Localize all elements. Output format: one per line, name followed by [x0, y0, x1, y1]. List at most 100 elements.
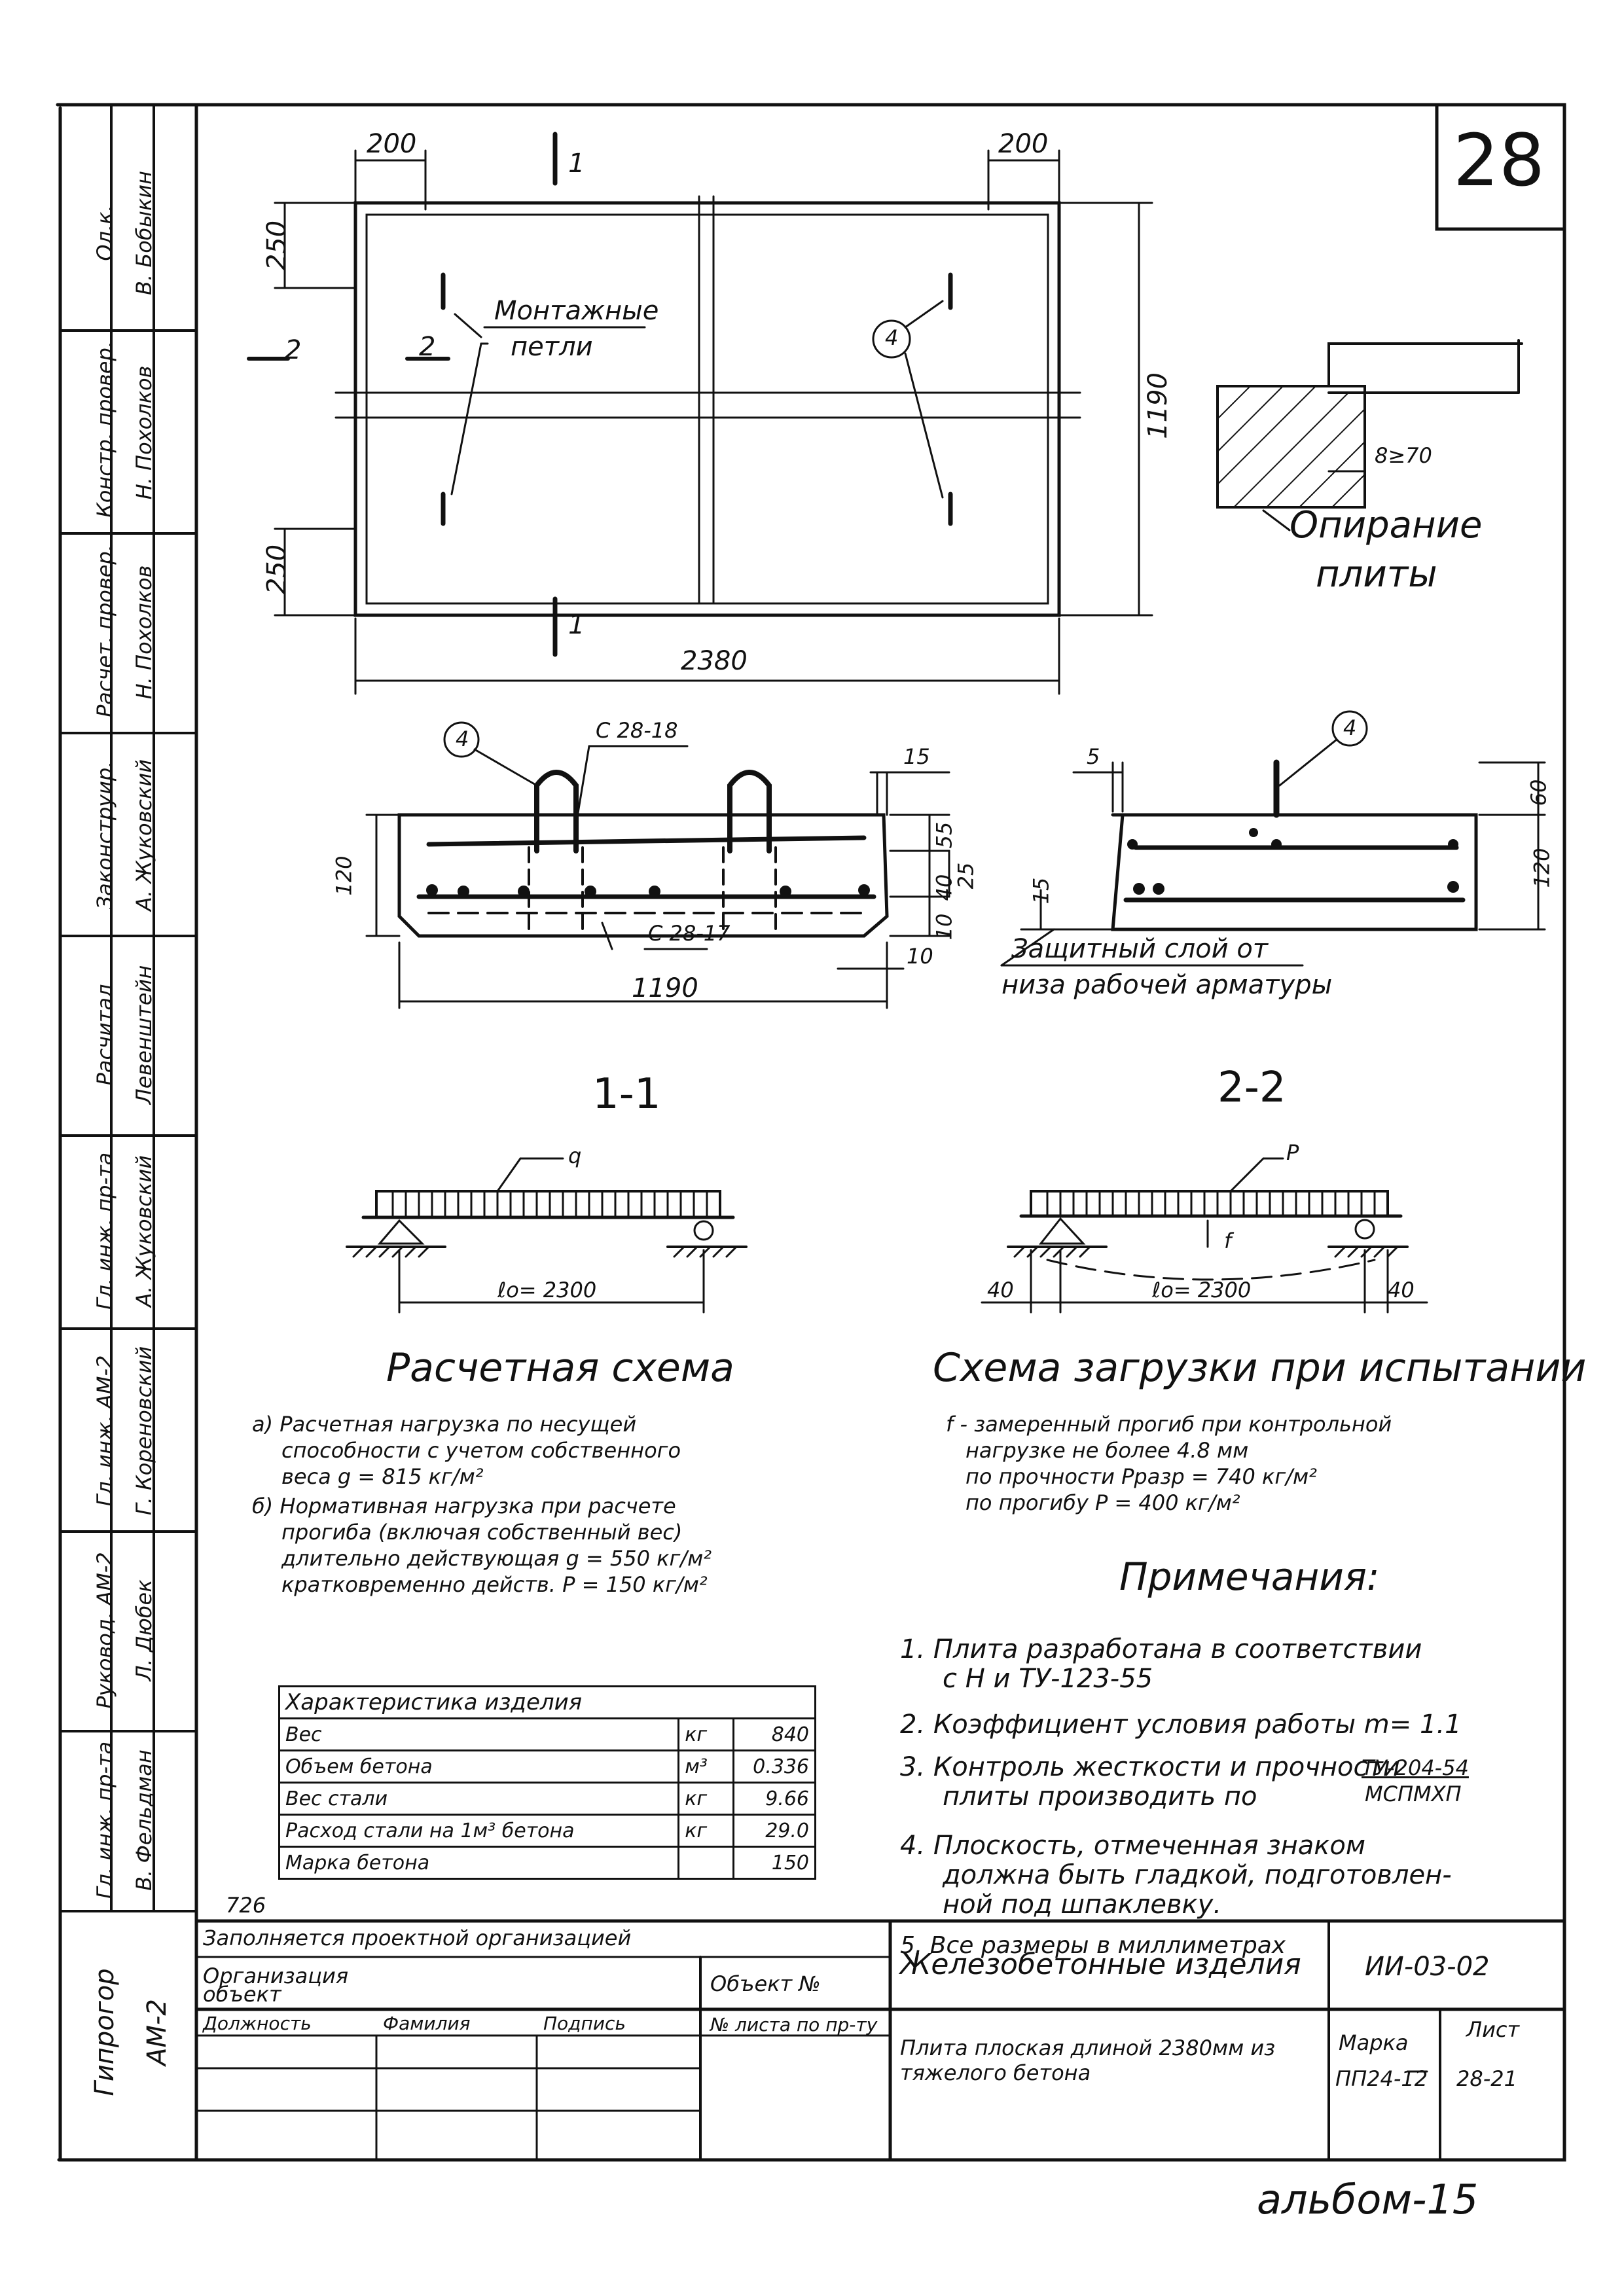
calc-scheme-title: Расчетная схема	[386, 1345, 734, 1391]
test-right-offset: 40	[1388, 1278, 1415, 1302]
characteristics-header: Характеристика изделия	[278, 1685, 816, 1719]
test-load-label: P	[1286, 1140, 1299, 1165]
plan-slab-inner	[365, 213, 1049, 605]
test-deflection-label: f	[1224, 1229, 1232, 1253]
row-name: Вес	[278, 1717, 680, 1751]
side-role-1: Гл. инж. пр-та	[92, 1741, 117, 1899]
test-left-offset: 40	[987, 1278, 1014, 1302]
note-4-line-2: должна быть гладкой, подготовлен-	[943, 1860, 1452, 1890]
test-scheme-title: Схема загрузки при испытании	[933, 1345, 1587, 1391]
row-value: 29.0	[732, 1814, 817, 1848]
title-sheet: 28-21	[1456, 2066, 1517, 2091]
plan-dim-height: 1190	[1142, 372, 1173, 439]
plan-slab-outer	[353, 201, 1061, 617]
side-role-2: Руковод. АМ-2	[92, 1552, 117, 1709]
sheet-number: 28	[1453, 118, 1545, 202]
calc-note-a-2: способности с учетом собственного	[281, 1438, 681, 1463]
side-name-8: Н. Похолков	[132, 365, 156, 500]
title-mark-label: Марка	[1339, 2030, 1409, 2055]
test-note-1: f - замеренный прогиб при контрольной	[946, 1412, 1392, 1437]
row-unit: кг	[677, 1782, 734, 1816]
row-unit: кг	[677, 1814, 734, 1848]
section-mark-bottom: 1	[568, 610, 585, 640]
title-filled-by: Заполняется проектной организацией	[203, 1926, 632, 1950]
title-product: Плита плоская длиной 2380мм из тяжелого …	[900, 2036, 1276, 2085]
support-label-1: Опирание	[1290, 504, 1483, 547]
section-1-rebar-bottom: С 28-17	[648, 921, 731, 946]
row-unit: м³	[677, 1749, 734, 1784]
note-1-line-1: 1. Плита разработана в соответствии	[900, 1634, 1422, 1664]
section-1-dim-15: 15	[903, 744, 930, 769]
side-name-3: Г. Кореновский	[132, 1346, 156, 1516]
plan-dim-width: 2380	[681, 646, 748, 676]
row-value: 840	[732, 1717, 817, 1751]
section-2-dim-5: 5	[1087, 744, 1100, 769]
side-role-6: Законструир.	[92, 761, 117, 910]
plan-callout-number: 4	[885, 325, 899, 350]
note-2: 2. Коэффициент условия работы m= 1.1	[900, 1710, 1462, 1740]
table-row: Вес стали кг 9.66	[278, 1782, 817, 1816]
calc-note-a-3: веса g = 815 кг/м²	[281, 1464, 484, 1489]
characteristics-title: Характеристика изделия	[278, 1685, 816, 1719]
side-name-2: Л. Дюбек	[132, 1579, 156, 1681]
calc-note-b-2: прогиба (включая собственный вес)	[281, 1520, 683, 1545]
section-1-dim-25: 25	[953, 862, 979, 889]
title-col-surname: Фамилия	[383, 2013, 471, 2034]
support-hatched-block	[1216, 385, 1366, 509]
side-name-6: А. Жуковский	[132, 759, 156, 911]
test-span: ℓо= 2300	[1152, 1278, 1252, 1302]
section-1-callout: 4	[456, 726, 469, 751]
side-name-7: Н. Похолков	[132, 565, 156, 700]
calc-load-label: q	[568, 1143, 582, 1168]
calc-span: ℓо= 2300	[497, 1278, 597, 1302]
note-4-line-1: 4. Плоскость, отмеченная знаком	[900, 1831, 1366, 1861]
table-row: Объем бетона м³ 0.336	[278, 1749, 817, 1784]
table-row: Вес кг 840	[278, 1717, 817, 1751]
side-name-1: В. Фельдман	[132, 1749, 156, 1891]
row-value: 9.66	[732, 1782, 817, 1816]
test-note-3: по прочности Pразр = 740 кг/м²	[965, 1464, 1317, 1489]
calc-note-b-1: б) Нормативная нагрузка при расчете	[252, 1494, 676, 1518]
notes-title: Примечания:	[1119, 1554, 1380, 1599]
note-3-line-2: плиты производить по	[943, 1782, 1257, 1812]
cover-note-2: низа рабочей арматуры	[1001, 970, 1333, 1000]
section-1-rebar-top: С 28-18	[596, 718, 678, 743]
title-sheet-no: № листа по пр-ту	[710, 2014, 878, 2036]
side-dept: АМ-2	[142, 1999, 172, 2066]
note-5: 5. Все размеры в миллиметрах	[900, 1932, 1286, 1959]
section-1-dim-40: 40	[931, 874, 957, 901]
plan-dim-left-bottom: 250	[262, 544, 293, 595]
section-2-callout: 4	[1343, 715, 1357, 740]
section-2-title: 2-2	[1218, 1064, 1286, 1112]
row-value: 0.336	[732, 1749, 817, 1784]
section-1-title: 1-1	[592, 1070, 661, 1119]
row-name: Вес стали	[278, 1782, 680, 1816]
section-1-dim-55: 55	[931, 821, 957, 849]
row-unit	[677, 1846, 734, 1880]
title-col-signature: Подпись	[543, 2013, 626, 2034]
cover-note-1: Защитный слой от	[1011, 934, 1269, 964]
calc-note-b-3: длительно действующая g = 550 кг/м²	[281, 1546, 712, 1571]
album-label: альбом-15	[1257, 2176, 1479, 2223]
title-mark: ПП24-12	[1335, 2066, 1428, 2091]
sheet-number-box	[1435, 103, 1566, 231]
note-3-ref-bottom: МСПМХП	[1365, 1782, 1462, 1806]
section-mark-top: 1	[568, 149, 585, 179]
section-1-dim-10b: 10	[907, 944, 933, 969]
section-2-dim-60: 60	[1526, 779, 1551, 806]
outer-frame	[56, 103, 1566, 2162]
test-beam	[1030, 1190, 1389, 1217]
section-mark-2-left: 2	[285, 335, 302, 365]
section-1-dim-width: 1190	[632, 973, 698, 1003]
side-role-8: Констр. провер.	[92, 341, 117, 518]
title-number-above: 726	[226, 1893, 266, 1918]
row-unit: кг	[677, 1717, 734, 1751]
note-3-ref-top: ТУ-204-54	[1362, 1755, 1469, 1780]
section-1-dim-height: 120	[331, 855, 357, 896]
row-value: 150	[732, 1846, 817, 1880]
table-row: Марка бетона 150	[278, 1846, 817, 1880]
section-mark-2-inner: 2	[419, 332, 436, 362]
note-3-line-1: 3. Контроль жесткости и прочности	[900, 1752, 1400, 1782]
